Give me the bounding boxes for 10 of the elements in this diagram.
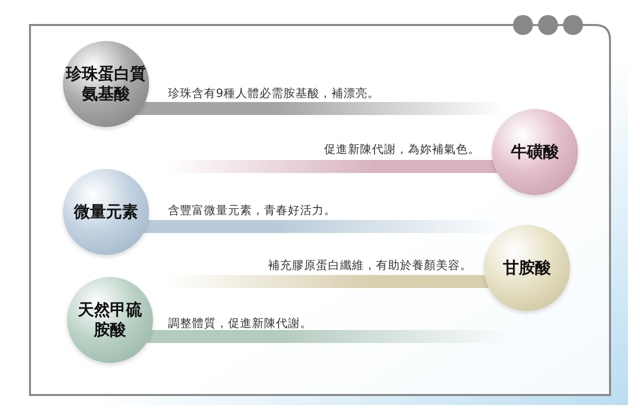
node-title: 牛磺酸 [510,142,560,162]
description-text: 促進新陳代謝，為妳補氣色。 [324,142,480,157]
description-text: 珍珠含有9種人體必需胺基酸，補漂亮。 [168,86,380,101]
node-title: 甘胺酸 [502,258,552,278]
description-text: 含豐富微量元素，青春好活力。 [168,203,336,218]
node-title: 微量元素 [74,202,138,222]
description-text: 補充膠原蛋白纖維，有助於養顏美容。 [268,258,472,273]
node-title: 天然甲硫胺酸 [78,300,142,340]
description-text: 調整體質，促進新陳代謝。 [168,316,312,331]
node-title: 珍珠蛋白質氨基酸 [66,64,146,104]
